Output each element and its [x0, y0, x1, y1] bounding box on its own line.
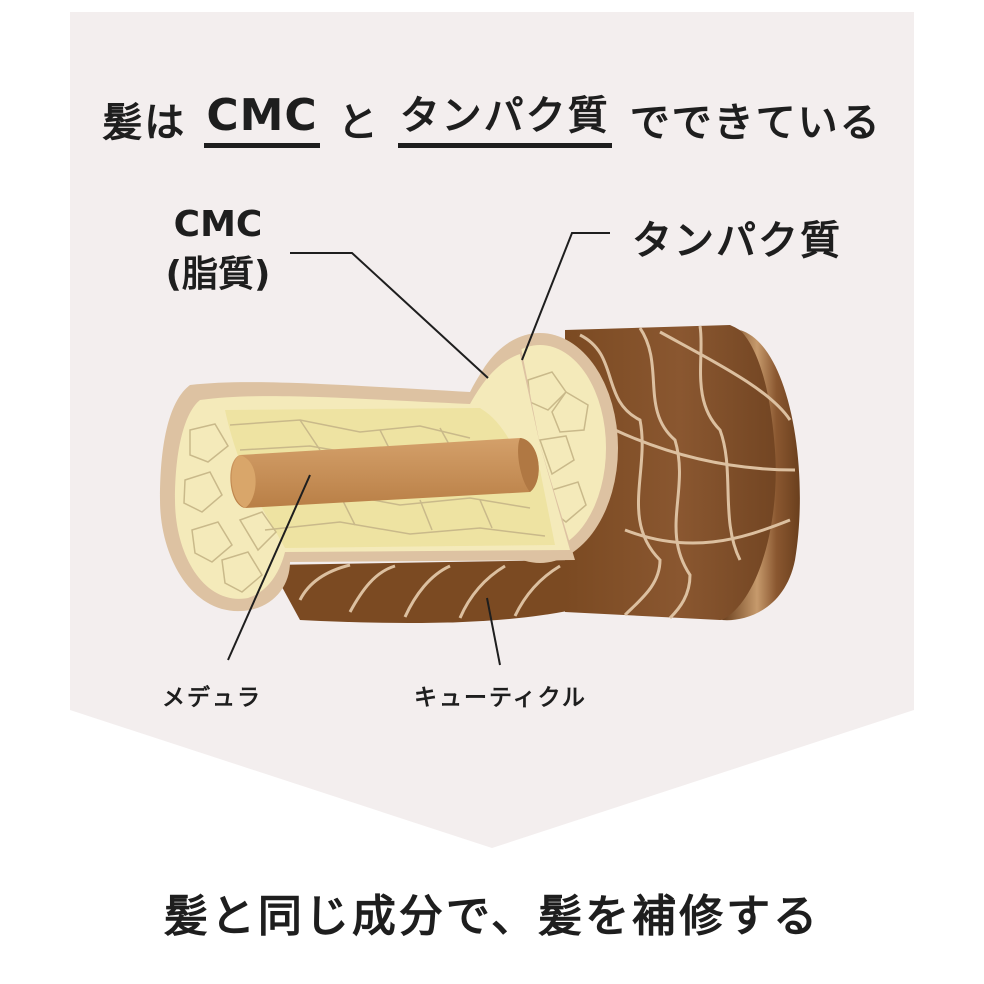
headline-mid: と — [337, 100, 380, 146]
cross-section-left — [160, 342, 575, 612]
footer-tagline: 髪と同じ成分で、髪を補修する — [163, 891, 821, 942]
label-cmc-line2: (脂質) — [165, 254, 271, 295]
label-protein: タンパク質 — [632, 218, 842, 264]
label-medulla: メデュラ — [162, 685, 262, 711]
label-cuticle: キューティクル — [414, 685, 587, 711]
leader-cuticle — [486, 597, 501, 666]
cuticle-body — [270, 325, 800, 623]
headline: 髪は CMC と タンパク質 でできている — [0, 68, 984, 148]
leader-lines — [227, 232, 610, 666]
headline-term-cmc: CMC — [204, 90, 320, 148]
leader-medulla — [227, 474, 311, 661]
cuticle-scale-lines — [298, 325, 796, 620]
leader-protein — [521, 232, 610, 361]
headline-term-protein: タンパク質 — [397, 83, 612, 148]
label-cmc: CMC (脂質) — [150, 200, 286, 300]
headline-suffix: でできている — [629, 100, 882, 146]
label-cmc-line1: CMC — [173, 204, 263, 245]
headline-prefix: 髪は — [102, 100, 187, 146]
medulla-core — [230, 438, 539, 508]
leader-cmc — [290, 252, 489, 379]
